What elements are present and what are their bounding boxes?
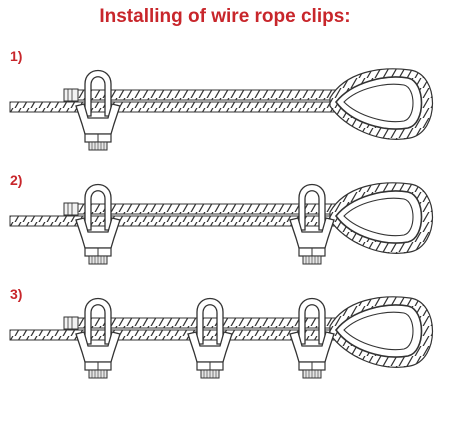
rope-end-cap: [64, 89, 78, 101]
rope-scene-2: [10, 183, 433, 264]
standing-rope: [10, 102, 342, 112]
rope-scene-3: [10, 297, 433, 378]
rope-end-cap: [64, 203, 78, 215]
rope-end-cap: [64, 317, 78, 329]
rope-scene-1: [10, 69, 433, 150]
